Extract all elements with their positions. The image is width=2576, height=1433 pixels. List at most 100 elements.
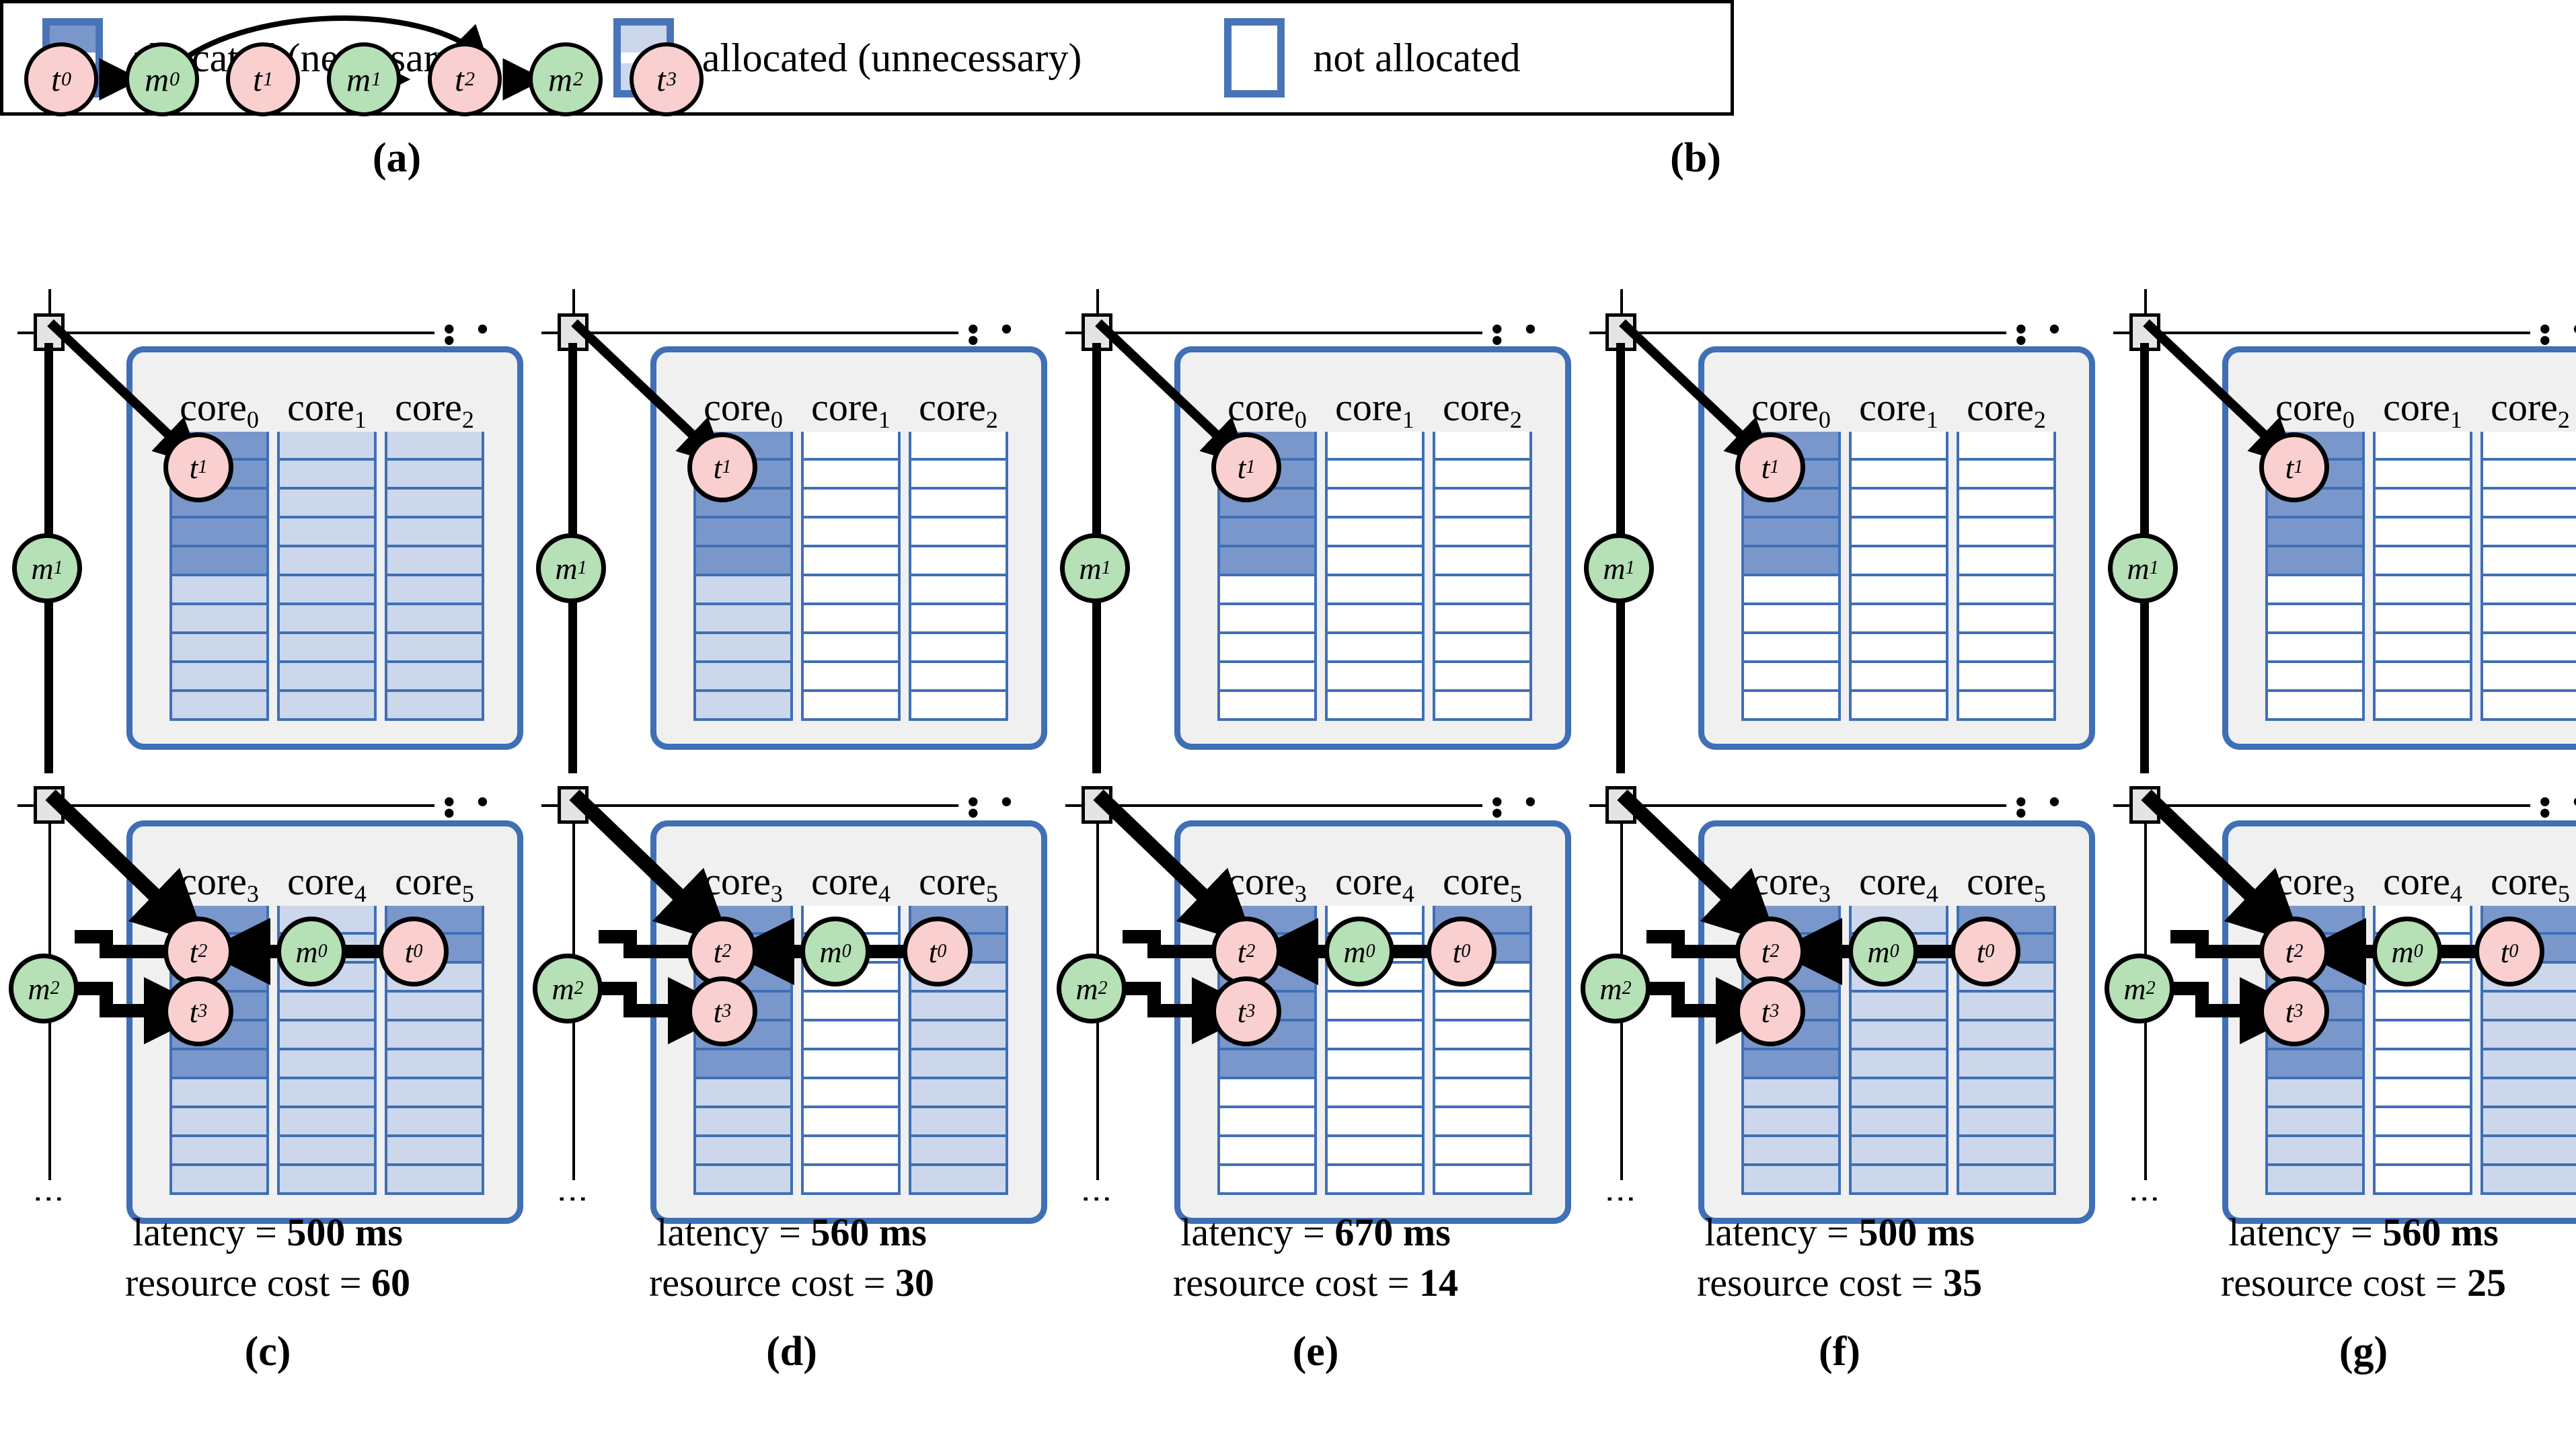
- core-slot[interactable]: [2265, 576, 2365, 605]
- core-slot[interactable]: [1849, 432, 1948, 461]
- core-slot[interactable]: [1741, 1108, 1841, 1137]
- core-slot[interactable]: [1325, 1021, 1425, 1050]
- core-slot[interactable]: [909, 1021, 1008, 1050]
- core-slot[interactable]: [1957, 432, 2056, 461]
- core-slot[interactable]: [801, 576, 901, 605]
- core-slot[interactable]: [277, 1137, 377, 1166]
- network-switch-bottom[interactable]: [558, 786, 589, 824]
- core-slot[interactable]: [2480, 1137, 2576, 1166]
- core-slot[interactable]: [1433, 1137, 1532, 1166]
- core-slot[interactable]: [693, 634, 793, 663]
- core-slot[interactable]: [1849, 1108, 1948, 1137]
- core-slot[interactable]: [801, 547, 901, 576]
- core-slot[interactable]: [1957, 1108, 2056, 1137]
- core-slot[interactable]: [1741, 692, 1841, 721]
- core-slot[interactable]: [801, 490, 901, 518]
- core-slot[interactable]: [2480, 547, 2576, 576]
- core-slot[interactable]: [909, 1137, 1008, 1166]
- core-slot[interactable]: [2373, 490, 2472, 518]
- core-slot[interactable]: [1957, 461, 2056, 490]
- core-slot[interactable]: [1325, 461, 1425, 490]
- core-slot[interactable]: [1957, 993, 2056, 1021]
- core-slot[interactable]: [2265, 1079, 2365, 1108]
- core-slot[interactable]: [1741, 518, 1841, 547]
- core-slot[interactable]: [801, 692, 901, 721]
- core-slot[interactable]: [2480, 605, 2576, 634]
- core-slot[interactable]: [385, 490, 484, 518]
- core-slot[interactable]: [1957, 1021, 2056, 1050]
- core-slot[interactable]: [909, 605, 1008, 634]
- core-slot[interactable]: [909, 490, 1008, 518]
- core-slot[interactable]: [1849, 1137, 1948, 1166]
- core-slot[interactable]: [1433, 490, 1532, 518]
- core-slot[interactable]: [1433, 576, 1532, 605]
- core-slot[interactable]: [2265, 1166, 2365, 1195]
- core-slot[interactable]: [2265, 634, 2365, 663]
- core-slot[interactable]: [909, 1050, 1008, 1079]
- core-slot[interactable]: [1957, 547, 2056, 576]
- core-slot[interactable]: [2373, 692, 2472, 721]
- core-slot[interactable]: [1325, 1108, 1425, 1137]
- core-slot[interactable]: [2373, 461, 2472, 490]
- core-slot[interactable]: [385, 1021, 484, 1050]
- core-slot[interactable]: [169, 1166, 269, 1195]
- core-slot[interactable]: [909, 663, 1008, 692]
- core-slot[interactable]: [1325, 663, 1425, 692]
- core-slot[interactable]: [277, 490, 377, 518]
- core-slot[interactable]: [385, 1050, 484, 1079]
- core-slot[interactable]: [1325, 634, 1425, 663]
- core-slot[interactable]: [385, 1166, 484, 1195]
- core-slot[interactable]: [1957, 634, 2056, 663]
- core-slot[interactable]: [1849, 993, 1948, 1021]
- core-slot[interactable]: [277, 1050, 377, 1079]
- core-slot[interactable]: [801, 1166, 901, 1195]
- core-slot[interactable]: [169, 518, 269, 547]
- core-slot[interactable]: [801, 634, 901, 663]
- core-slot[interactable]: [693, 1079, 793, 1108]
- core-slot[interactable]: [693, 1166, 793, 1195]
- core-slot[interactable]: [2480, 1021, 2576, 1050]
- core-slot[interactable]: [693, 1050, 793, 1079]
- core-slot[interactable]: [2373, 432, 2472, 461]
- core-slot[interactable]: [909, 576, 1008, 605]
- core-slot[interactable]: [277, 1108, 377, 1137]
- core-slot[interactable]: [909, 993, 1008, 1021]
- core-slot[interactable]: [801, 1021, 901, 1050]
- core-slot[interactable]: [1957, 490, 2056, 518]
- core-slot[interactable]: [1849, 634, 1948, 663]
- core-slot[interactable]: [1849, 692, 1948, 721]
- core-slot[interactable]: [2480, 663, 2576, 692]
- core-slot[interactable]: [1957, 692, 2056, 721]
- core-slot[interactable]: [1433, 692, 1532, 721]
- core-slot[interactable]: [693, 1137, 793, 1166]
- core-slot[interactable]: [693, 518, 793, 547]
- core-slot[interactable]: [909, 432, 1008, 461]
- core-slot[interactable]: [801, 518, 901, 547]
- core-slot[interactable]: [1957, 605, 2056, 634]
- core-slot[interactable]: [277, 1079, 377, 1108]
- core-slot[interactable]: [909, 634, 1008, 663]
- core-slot[interactable]: [2480, 576, 2576, 605]
- core-slot[interactable]: [693, 576, 793, 605]
- core-slot[interactable]: [693, 692, 793, 721]
- core-slot[interactable]: [2265, 663, 2365, 692]
- core-slot[interactable]: [1741, 605, 1841, 634]
- core-slot[interactable]: [693, 1108, 793, 1137]
- core-slot[interactable]: [1433, 1050, 1532, 1079]
- core-slot[interactable]: [1957, 518, 2056, 547]
- core-slot[interactable]: [277, 634, 377, 663]
- core-slot[interactable]: [169, 1050, 269, 1079]
- core-slot[interactable]: [1849, 1021, 1948, 1050]
- core-slot[interactable]: [1433, 605, 1532, 634]
- core-slot[interactable]: [2373, 1050, 2472, 1079]
- core-slot[interactable]: [169, 1079, 269, 1108]
- core-slot[interactable]: [2265, 547, 2365, 576]
- core-slot[interactable]: [1217, 518, 1317, 547]
- core-slot[interactable]: [169, 692, 269, 721]
- core-slot[interactable]: [801, 993, 901, 1021]
- core-slot[interactable]: [1325, 547, 1425, 576]
- core-slot[interactable]: [801, 1050, 901, 1079]
- core-slot[interactable]: [1217, 692, 1317, 721]
- core-slot[interactable]: [1741, 634, 1841, 663]
- core-slot[interactable]: [1957, 1079, 2056, 1108]
